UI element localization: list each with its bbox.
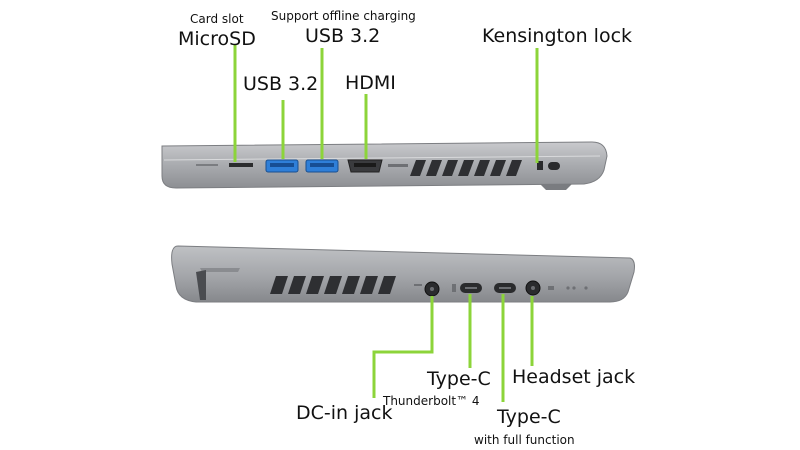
type-c-full-label: Type-C [497,406,561,428]
usb-2-label: USB 3.2 [305,25,381,47]
headset-label: Headset jack [512,366,636,388]
vents-left [410,160,522,176]
vents-right [270,276,396,294]
kensington-label: Kensington lock [482,25,633,47]
callouts-top [233,44,539,163]
hdmi-label: HDMI [345,72,396,94]
laptop-right-side [171,245,635,303]
microsd-slot [229,163,253,167]
thunderbolt-label: Thunderbolt™ 4 [383,394,480,408]
kensington-slot [537,161,543,170]
full-function-label: with full function [474,433,575,447]
card-slot-label: Card slot [190,12,244,26]
offline-charging-label: Support offline charging [271,9,416,23]
laptop-left-side [161,141,608,190]
callouts-bottom [372,294,534,402]
microsd-label: MicroSD [178,28,256,50]
dc-in-label: DC-in jack [296,402,393,424]
type-c-tb-label: Type-C [427,368,491,390]
usb-1-label: USB 3.2 [243,73,319,95]
